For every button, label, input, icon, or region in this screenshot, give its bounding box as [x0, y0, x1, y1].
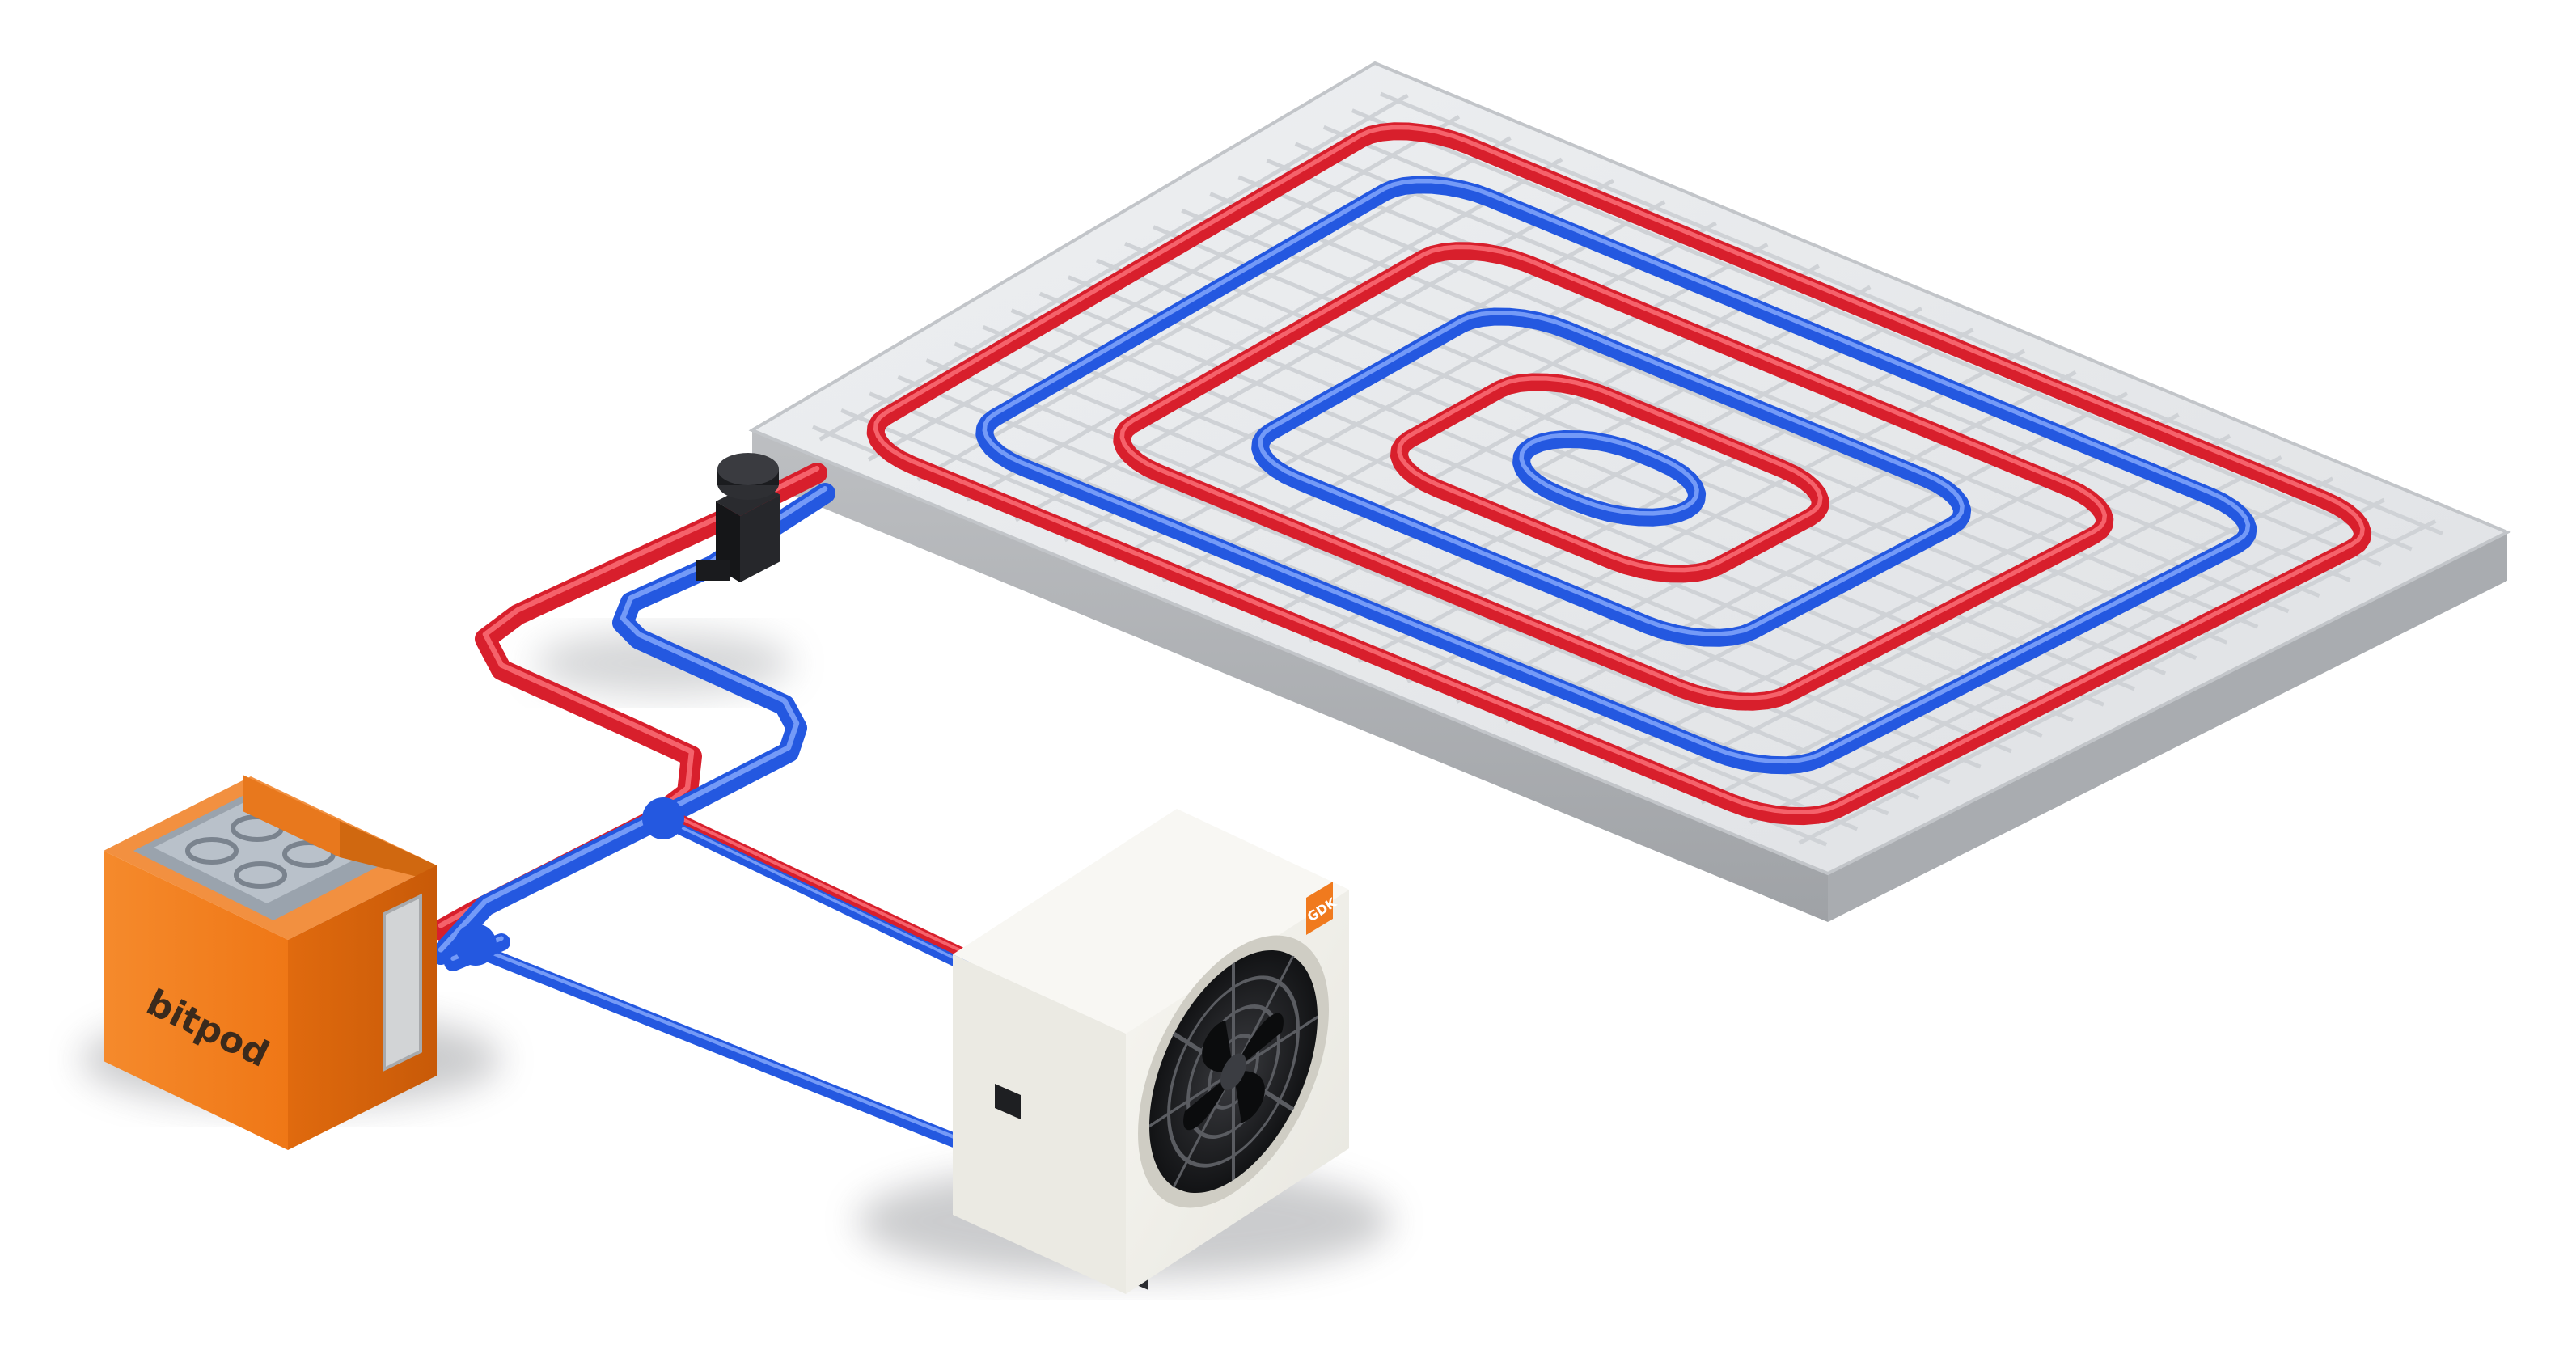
circulation-pump: [696, 453, 780, 582]
floor-coil-loop: [1113, 242, 2114, 711]
floor-slab-side-left: [752, 430, 1828, 922]
floor-coil-loop: [1512, 430, 1707, 527]
mesh-bar-long: [1700, 476, 2334, 805]
pipe-tee-fitting: [455, 924, 497, 966]
mesh-bar-short: [1153, 225, 2197, 660]
mesh-bar-long: [1749, 497, 2385, 825]
floor-coil-loop: [866, 122, 2372, 826]
floor-slab: [748, 61, 2511, 922]
floor-coil-loop: [975, 176, 2257, 775]
mesh-bar-short: [1237, 175, 2290, 614]
mesh-bar-long: [1798, 519, 2437, 845]
pipe-tee-fitting: [642, 797, 684, 839]
mesh-bar-short: [1181, 208, 2228, 645]
fan-icon: [1138, 935, 1329, 1208]
condenser-supply-pipe-inner: [666, 819, 972, 972]
condenser-unit: GDK: [953, 809, 1349, 1294]
mesh-bar-short: [1294, 142, 2351, 582]
miner-side-vent: [383, 893, 422, 1072]
condenser-front: [953, 954, 1126, 1294]
cold-return-pipe: [430, 483, 835, 965]
condenser-top: [953, 809, 1349, 1034]
circulation-pump-icon: [696, 453, 780, 582]
mesh-bar-short: [1209, 192, 2259, 629]
miner-unit: bitpod: [104, 775, 437, 1150]
condenser-return-pipe: [470, 943, 962, 1148]
mesh-bar-short: [1379, 91, 2443, 536]
mesh-bar-short: [1351, 108, 2413, 552]
floor-coil-loop: [1251, 307, 1972, 647]
condenser-service-port: [995, 1084, 1021, 1119]
floor-heating-coils: [866, 122, 2372, 826]
condenser-brand-badge: [1306, 882, 1333, 935]
mesh-bar-short: [1095, 258, 2136, 691]
mesh-bar-long: [1602, 433, 2231, 764]
mesh-bar-long: [1651, 455, 2282, 784]
floor-coil-loop: [1390, 373, 1829, 583]
floor-slab-side-right: [1828, 532, 2507, 922]
miner-front: [104, 851, 288, 1150]
condenser-supply-pipe: [657, 806, 969, 961]
